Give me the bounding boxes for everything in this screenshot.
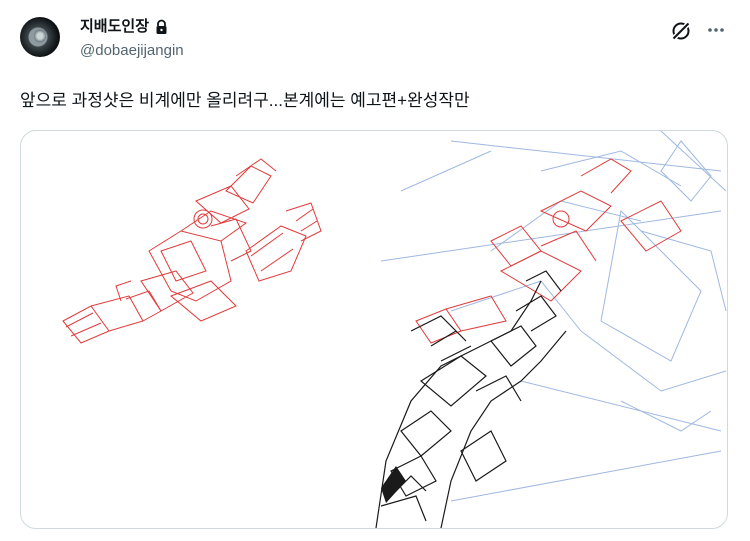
red-wireframe-left bbox=[62, 158, 322, 344]
tweet-text: 앞으로 과정샷은 비계에만 올리려구...본계에는 예고편+완성작만 bbox=[20, 91, 470, 110]
author-handle[interactable]: @dobaejijangin bbox=[80, 42, 184, 59]
sketch-image[interactable] bbox=[20, 130, 728, 529]
red-wireframe-right bbox=[415, 158, 682, 344]
more-horizontal-icon[interactable] bbox=[704, 18, 728, 42]
blue-guides-right bbox=[380, 131, 727, 502]
lock-icon bbox=[156, 19, 167, 34]
avatar[interactable] bbox=[20, 17, 60, 57]
ink-arm-right bbox=[375, 270, 567, 528]
author-display-name[interactable]: 지배도인장 bbox=[80, 18, 150, 35]
sketch-drawing bbox=[62, 131, 727, 528]
grok-icon[interactable] bbox=[670, 20, 692, 42]
author-name-row: 지배도인장 bbox=[80, 17, 169, 37]
ink-shadow bbox=[381, 466, 406, 503]
